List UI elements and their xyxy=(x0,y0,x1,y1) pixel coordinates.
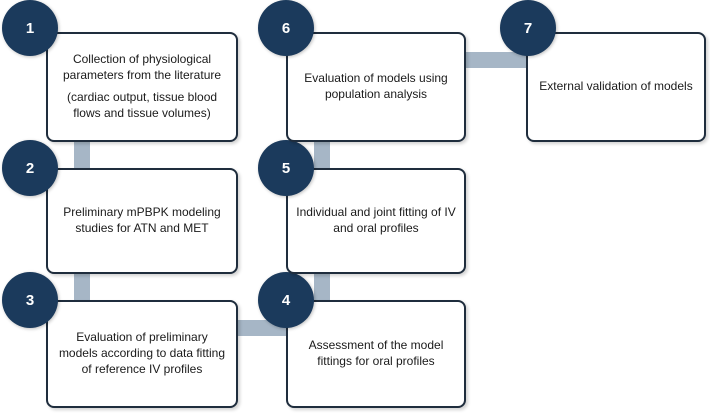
connector-6-7 xyxy=(466,52,530,68)
step-7-text: External validation of models xyxy=(539,79,692,95)
step-1-line-2: (cardiac output, tissue blood flows and … xyxy=(66,90,218,120)
step-2-number-badge: 2 xyxy=(2,140,58,196)
step-4-number-badge: 4 xyxy=(258,272,314,328)
step-3-number-badge: 3 xyxy=(2,272,58,328)
step-5-box: Individual and joint fitting of IV and o… xyxy=(286,168,466,274)
step-1-box: Collection of physiological parameters f… xyxy=(46,32,238,142)
step-4-box: Assessment of the model fittings for ora… xyxy=(286,300,466,408)
connector-4-5 xyxy=(314,272,330,302)
step-5-number-badge: 5 xyxy=(258,140,314,196)
connector-1-2 xyxy=(74,140,90,170)
step-7-box: External validation of models xyxy=(526,32,706,142)
step-3-text: Evaluation of preliminary models accordi… xyxy=(56,330,228,377)
step-5-line-1: Individual and joint fitting of IV and o… xyxy=(296,205,456,235)
step-6-number-badge: 6 xyxy=(258,0,314,56)
connector-5-6 xyxy=(314,140,330,170)
connector-2-3 xyxy=(74,272,90,302)
step-6-box: Evaluation of models using population an… xyxy=(286,32,466,142)
step-2-box: Preliminary mPBPK modeling studies for A… xyxy=(46,168,238,274)
step-3-line-1: Evaluation of preliminary models accordi… xyxy=(58,330,226,376)
step-3-box: Evaluation of preliminary models accordi… xyxy=(46,300,238,408)
step-1-line-1: Collection of physiological parameters f… xyxy=(62,52,222,83)
step-1-number-badge: 1 xyxy=(2,0,58,56)
step-6-line-1: Evaluation of models using population an… xyxy=(304,71,448,101)
step-7-line-1: External validation of models xyxy=(539,79,693,94)
step-2-line-1: Preliminary mPBPK modeling studies for A… xyxy=(63,205,221,235)
step-1-text: Collection of physiological parameters f… xyxy=(56,52,228,121)
step-6-text: Evaluation of models using population an… xyxy=(296,71,456,103)
step-4-text: Assessment of the model fittings for ora… xyxy=(296,338,456,370)
step-5-text: Individual and joint fitting of IV and o… xyxy=(296,205,456,237)
step-4-line-1: Assessment of the model fittings for ora… xyxy=(308,338,444,368)
step-2-text: Preliminary mPBPK modeling studies for A… xyxy=(56,205,228,237)
step-7-number-badge: 7 xyxy=(500,0,556,56)
